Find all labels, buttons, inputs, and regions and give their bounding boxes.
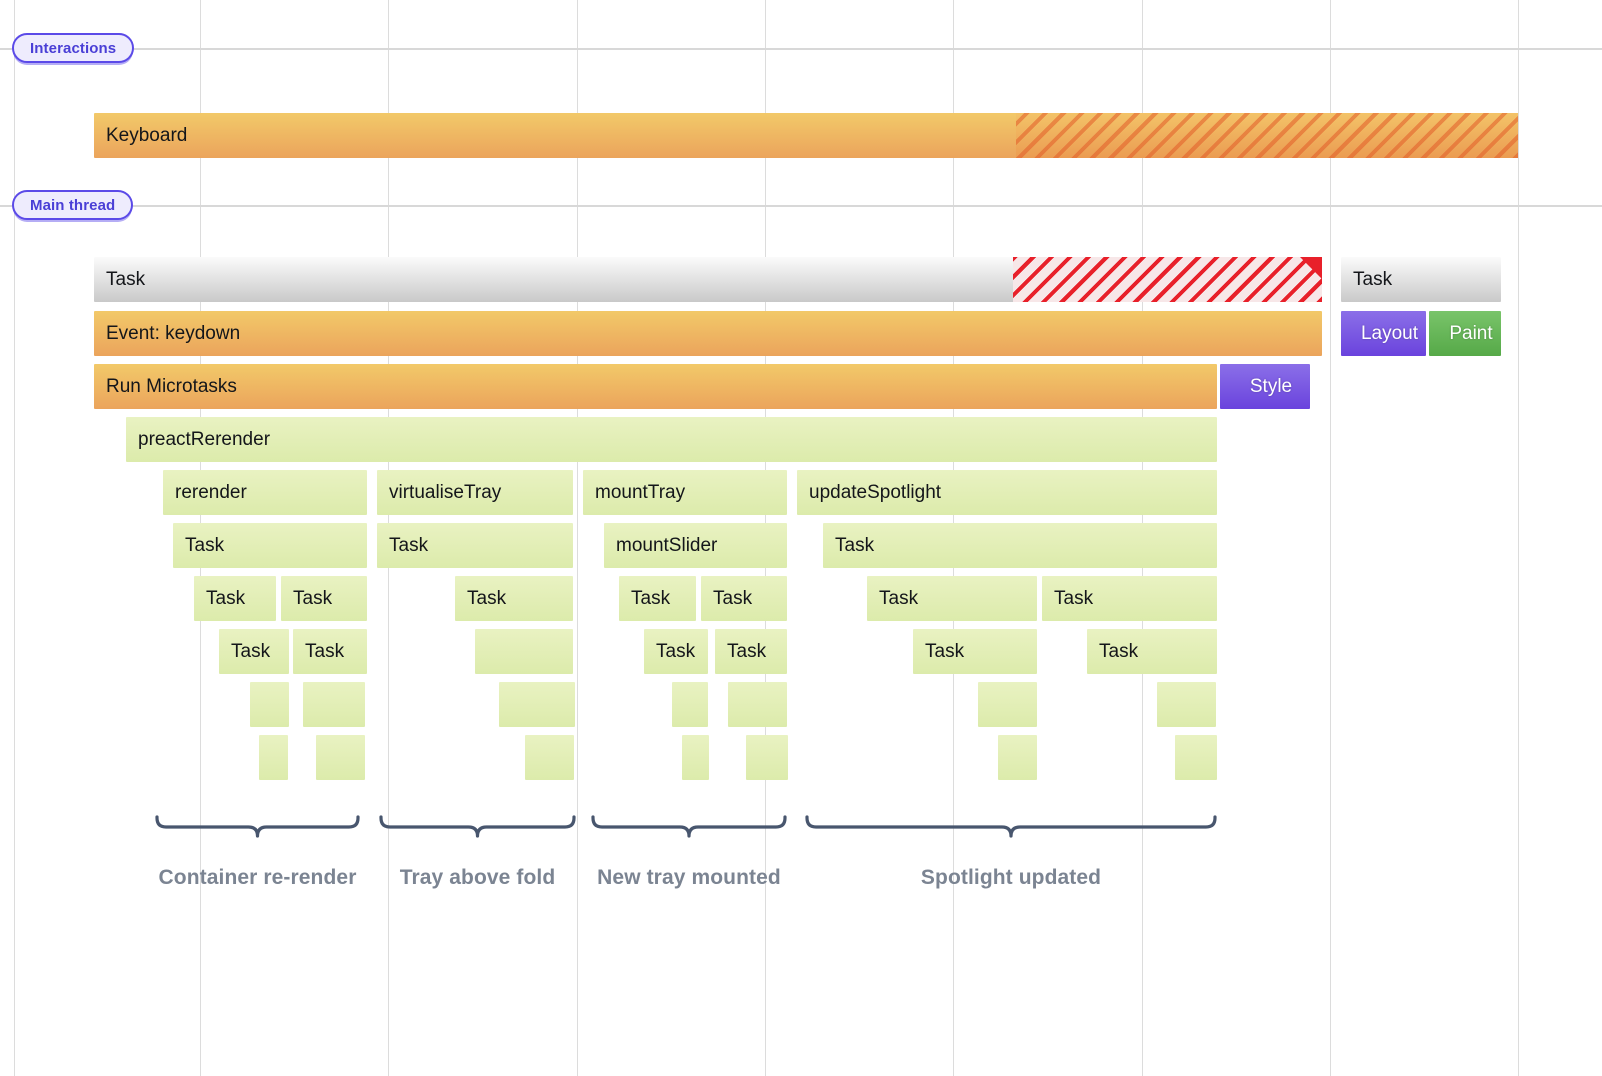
annotation-label-new-tray-mounted: New tray mounted [597,866,781,889]
annotation-brace-new-tray-mounted [591,815,787,841]
flame-bar-layout[interactable]: Layout [1341,311,1426,356]
flame-bar-label: Layout [1360,322,1419,344]
flame-bar-label: Task [305,640,345,662]
flame-bar-block[interactable] [499,682,575,727]
flame-bar-label: Task [879,587,919,609]
flame-bar-label: Task [1353,268,1393,290]
flame-bar-label: Task [1099,640,1139,662]
hatched-overrun-region-red [1013,257,1322,302]
flame-bar-event-keydown[interactable]: Event: keydown [94,311,1322,356]
flame-bar-block[interactable] [728,682,787,727]
flame-bar-mounttray[interactable]: mountTray [583,470,787,515]
flame-bar-label: Task [631,587,671,609]
flame-bar-label: updateSpotlight [809,481,942,503]
grid-line-8 [1518,0,1519,1076]
flame-bar-block[interactable] [316,735,365,780]
flame-bar-label: Event: keydown [106,322,241,344]
annotation-label-spotlight-updated: Spotlight updated [920,866,1102,889]
flame-bar-label: Paint [1449,322,1493,344]
hatched-overrun-region-orange [1016,113,1518,158]
track-pill-interactions-label: Interactions [30,39,117,57]
flame-bar-label: Task [231,640,271,662]
flame-bar-label: Task [1054,587,1094,609]
long-task-warning-triangle-icon [1300,257,1322,279]
flame-bar-label: mountTray [595,481,686,503]
flame-bar-label: Task [185,534,225,556]
flame-bar-label: Task [206,587,246,609]
flame-bar-task[interactable]: Task [701,576,787,621]
track-divider-1 [0,205,1602,207]
flame-bar-label: preactRerender [138,428,271,450]
flame-bar-label: mountSlider [616,534,718,556]
flame-bar-task[interactable]: Task [715,629,787,674]
flame-bar-task[interactable]: Task [173,523,367,568]
annotation-brace-container-re-render [155,815,360,841]
annotation-label-container-re-render: Container re-render [158,866,357,889]
flame-bar-task[interactable]: Task [281,576,367,621]
flame-bar-task[interactable]: Task [823,523,1217,568]
flame-bar-style[interactable]: Style [1220,364,1310,409]
track-pill-main-thread[interactable]: Main thread [12,190,134,220]
flame-bar-label: Run Microtasks [106,375,237,397]
flame-bar-label: Task [925,640,965,662]
flame-bar-label: Task [835,534,875,556]
flame-bar-block[interactable] [525,735,574,780]
flame-bar-run-microtasks[interactable]: Run Microtasks [94,364,1217,409]
flame-bar-label: Task [656,640,696,662]
flame-bar-task[interactable]: Task [293,629,367,674]
grid-line-7 [1330,0,1331,1076]
flame-bar-block[interactable] [998,735,1037,780]
flame-bar-label: Task [467,587,507,609]
flame-bar-task[interactable]: Task [219,629,289,674]
flame-bar-label: Task [713,587,753,609]
track-divider-0 [0,48,1602,50]
flame-bar-block[interactable] [682,735,709,780]
flame-bar-label: Style [1249,375,1293,397]
flame-bar-task[interactable]: Task [377,523,573,568]
annotation-label-tray-above-fold: Tray above fold [399,866,556,889]
flame-bar-virtualisetray[interactable]: virtualiseTray [377,470,573,515]
flame-bar-updatespotlight[interactable]: updateSpotlight [797,470,1217,515]
flame-bar-block[interactable] [672,682,708,727]
flame-bar-block[interactable] [259,735,288,780]
flame-bar-preactrerender[interactable]: preactRerender [126,417,1217,462]
flame-bar-task[interactable]: Task [455,576,573,621]
flame-bar-label: virtualiseTray [389,481,502,503]
flame-bar-task[interactable]: Task [1042,576,1217,621]
flame-bar-task[interactable]: Task [1087,629,1217,674]
annotation-brace-tray-above-fold [379,815,576,841]
flame-bar-task[interactable]: Task [644,629,708,674]
track-pill-main-thread-label: Main thread [30,196,116,214]
flame-bar-label: Task [106,268,146,290]
flame-bar-mountslider[interactable]: mountSlider [604,523,787,568]
flame-bar-block[interactable] [1175,735,1217,780]
flame-bar-label: Keyboard [106,124,188,146]
flame-bar-label: Task [727,640,767,662]
flame-bar-rerender[interactable]: rerender [163,470,367,515]
flame-bar-label: rerender [175,481,247,503]
flame-bar-block[interactable] [475,629,573,674]
flame-bar-task[interactable]: Task [194,576,276,621]
grid-line-0 [14,0,15,1076]
annotation-brace-spotlight-updated [805,815,1217,841]
flame-bar-task[interactable]: Task [619,576,696,621]
flame-bar-label: Task [293,587,333,609]
flame-bar-block[interactable] [1157,682,1216,727]
flame-bar-block[interactable] [303,682,365,727]
track-pill-interactions[interactable]: Interactions [12,33,135,63]
flame-bar-task[interactable]: Task [1341,257,1501,302]
flame-bar-block[interactable] [250,682,289,727]
flame-bar-block[interactable] [746,735,788,780]
flame-bar-task[interactable]: Task [867,576,1037,621]
flame-bar-task[interactable]: Task [913,629,1037,674]
grid-line-3 [577,0,578,1076]
flame-bar-block[interactable] [978,682,1037,727]
flame-bar-paint[interactable]: Paint [1429,311,1501,356]
flame-bar-label: Task [389,534,429,556]
